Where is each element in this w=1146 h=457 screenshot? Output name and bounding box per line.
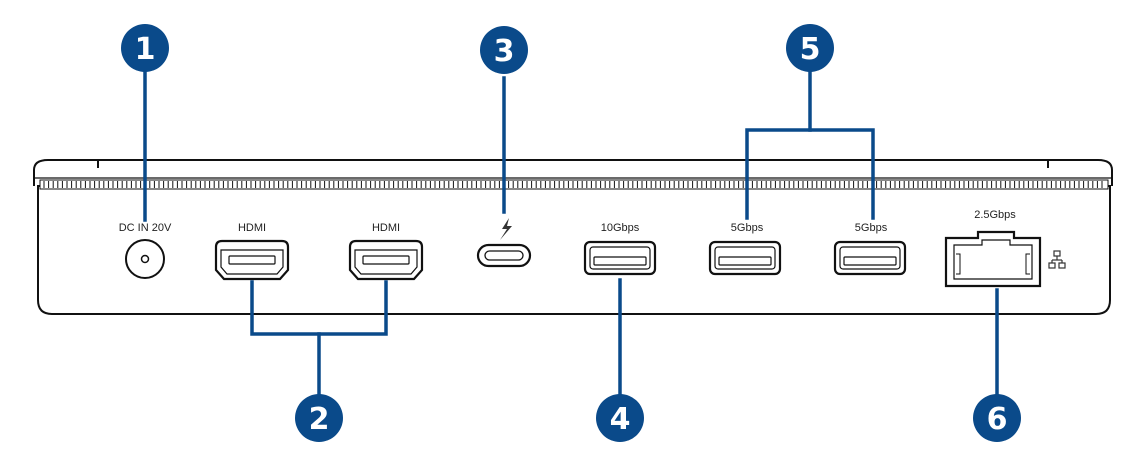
usb10-label: 10Gbps — [601, 222, 640, 234]
hdmi2-label: HDMI — [372, 222, 400, 234]
usb-a-port-5gbps-2 — [833, 240, 907, 276]
svg-text:5: 5 — [800, 32, 821, 67]
usb5b-label: 5Gbps — [855, 222, 888, 234]
vent-slots — [43, 181, 1103, 188]
callout-3: 3 — [480, 26, 528, 74]
ethernet-port — [944, 230, 1042, 288]
callout-2: 2 — [295, 394, 343, 442]
hdmi-port-2 — [348, 239, 424, 281]
usb-a-port-10gbps — [583, 240, 657, 276]
device-chassis — [33, 159, 1113, 315]
svg-text:4: 4 — [610, 402, 631, 437]
usb5a-label: 5Gbps — [731, 222, 764, 234]
callout-4: 4 — [596, 394, 644, 442]
callout-6: 6 — [973, 394, 1021, 442]
usb-c-port — [476, 243, 532, 268]
svg-text:2: 2 — [309, 402, 330, 437]
svg-text:1: 1 — [135, 32, 156, 67]
callout-lines — [143, 70, 999, 397]
lan-label: 2.5Gbps — [974, 209, 1016, 221]
dc-jack — [125, 239, 165, 279]
usb-a-port-5gbps-1 — [708, 240, 782, 276]
svg-text:3: 3 — [494, 34, 515, 69]
hdmi-port-1 — [214, 239, 290, 281]
svg-text:6: 6 — [987, 402, 1008, 437]
callout-5: 5 — [786, 24, 834, 72]
dc-label: DC IN 20V — [119, 222, 172, 234]
hdmi1-label: HDMI — [238, 222, 266, 234]
thunderbolt-icon — [500, 218, 512, 240]
network-icon — [1048, 250, 1066, 269]
callout-1: 1 — [121, 24, 169, 72]
vent-strip — [39, 179, 1109, 190]
